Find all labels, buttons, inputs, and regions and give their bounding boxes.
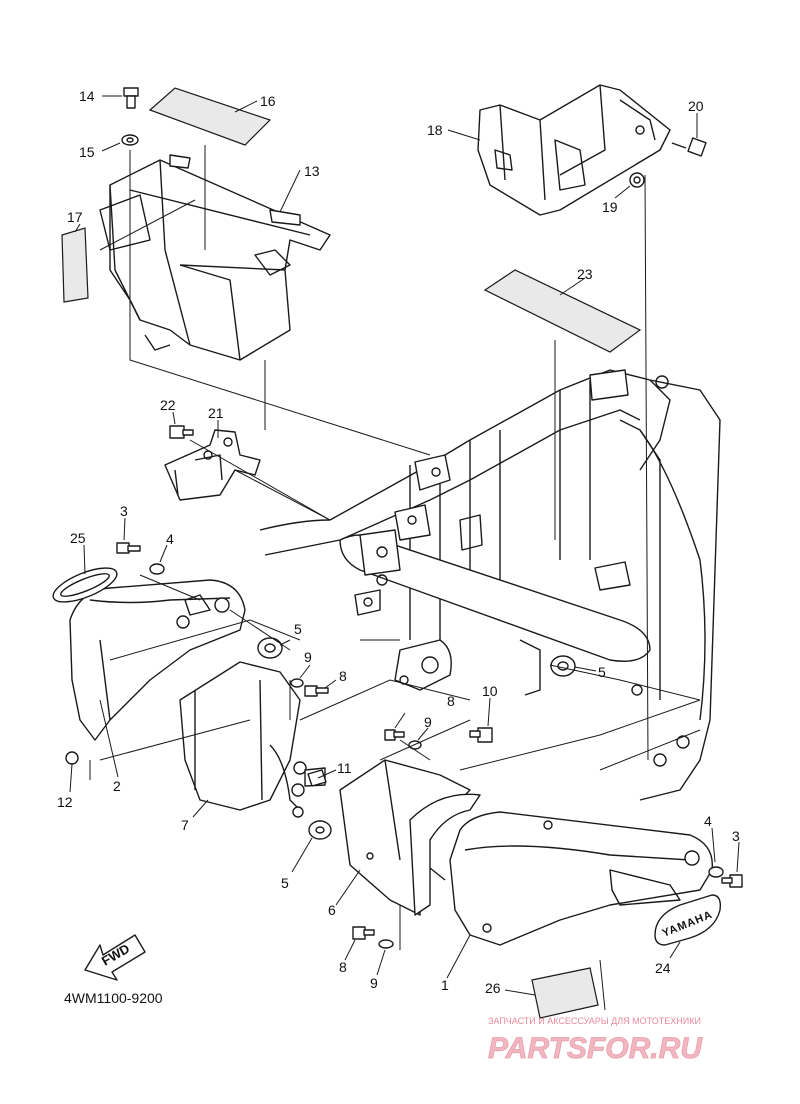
bolt-3-right: [721, 874, 743, 888]
bolt-14: [123, 87, 139, 109]
label-1: 1: [441, 977, 449, 993]
bolt-20: [671, 137, 707, 157]
label-22: 22: [160, 397, 176, 413]
label-19: 19: [602, 199, 618, 215]
bolt-8-c: [352, 926, 375, 940]
label-9-a: 9: [304, 649, 312, 665]
washer-9-c: [378, 939, 394, 949]
label-21: 21: [208, 405, 224, 421]
label-5-b: 5: [598, 664, 606, 680]
cover-6: [339, 759, 481, 916]
fwd-arrow: FWD: [84, 934, 146, 981]
yamaha-badge: YAMAHA: [654, 894, 722, 946]
label-9-c: 9: [370, 975, 378, 991]
label-26: [531, 967, 599, 1019]
label-15: 15: [79, 144, 95, 160]
label-5-a: 5: [294, 621, 302, 637]
part-labels: 14 16 15 13 17 18 20 19 23 22 21 3 4 25 …: [57, 88, 740, 996]
label-12: 12: [57, 794, 73, 810]
bolt-3-left: [116, 542, 141, 554]
bolt-8-a: [304, 685, 329, 697]
label-10: 10: [482, 683, 498, 699]
label-6: 6: [328, 902, 336, 918]
label-17: 17: [67, 209, 83, 225]
side-cover-2: [69, 579, 246, 741]
watermark-tagline: ЗАПЧАСТИ И АКСЕССУАРЫ ДЛЯ МОТОТЕХНИКИ: [488, 1016, 701, 1026]
label-3-left: 3: [120, 503, 128, 519]
diagram-code: 4WM1100-9200: [64, 990, 163, 1006]
bolt-10: [469, 727, 493, 743]
label-24: 24: [655, 960, 671, 976]
washer-4-right: [708, 866, 724, 878]
label-4-left: 4: [166, 531, 174, 547]
label-9-b: 9: [424, 714, 432, 730]
bracket-18: [477, 84, 671, 216]
clamp-11: [307, 769, 327, 787]
label-8-b: 8: [447, 693, 455, 709]
bolt-8-b: [384, 729, 405, 741]
grommet-25: [52, 567, 118, 603]
label-14: 14: [79, 88, 95, 104]
label-18: 18: [427, 122, 443, 138]
damper-5-c: [308, 820, 332, 840]
washer-9-a: [290, 678, 304, 688]
damper-5-b: [550, 655, 576, 677]
side-cover-1: [449, 811, 714, 946]
filter-case-7: [179, 661, 326, 818]
label-25: 25: [70, 530, 86, 546]
label-3-right: 3: [732, 828, 740, 844]
bracket-21: [164, 429, 261, 501]
label-7: 7: [181, 817, 189, 833]
label-8-a: 8: [339, 668, 347, 684]
label-5-c: 5: [281, 875, 289, 891]
damper-5-a: [257, 637, 283, 659]
label-26: 26: [485, 980, 501, 996]
pad-23: [483, 269, 642, 353]
watermark-brand: PARTSFOR.RU: [488, 1032, 703, 1065]
pad-16: [148, 87, 272, 146]
bolt-22: [169, 425, 194, 439]
washer-15: [121, 134, 139, 146]
label-11: 11: [337, 760, 352, 776]
pad-17: [61, 227, 89, 303]
battery-box: [99, 154, 331, 361]
nut-19: [629, 172, 645, 188]
watermark: ЗАПЧАСТИ И АКСЕССУАРЫ ДЛЯ МОТОТЕХНИКИ PA…: [488, 1016, 704, 1065]
label-13: 13: [304, 163, 320, 179]
washer-4-left: [149, 563, 165, 575]
label-4-right: 4: [704, 813, 712, 829]
label-8-c: 8: [339, 959, 347, 975]
frame-assembly: [259, 369, 721, 801]
label-2: 2: [113, 778, 121, 794]
label-16: 16: [260, 93, 276, 109]
nut-12: [65, 751, 79, 765]
label-23: 23: [577, 266, 593, 282]
label-20: 20: [688, 98, 704, 114]
alignment-lines: [89, 145, 701, 1011]
